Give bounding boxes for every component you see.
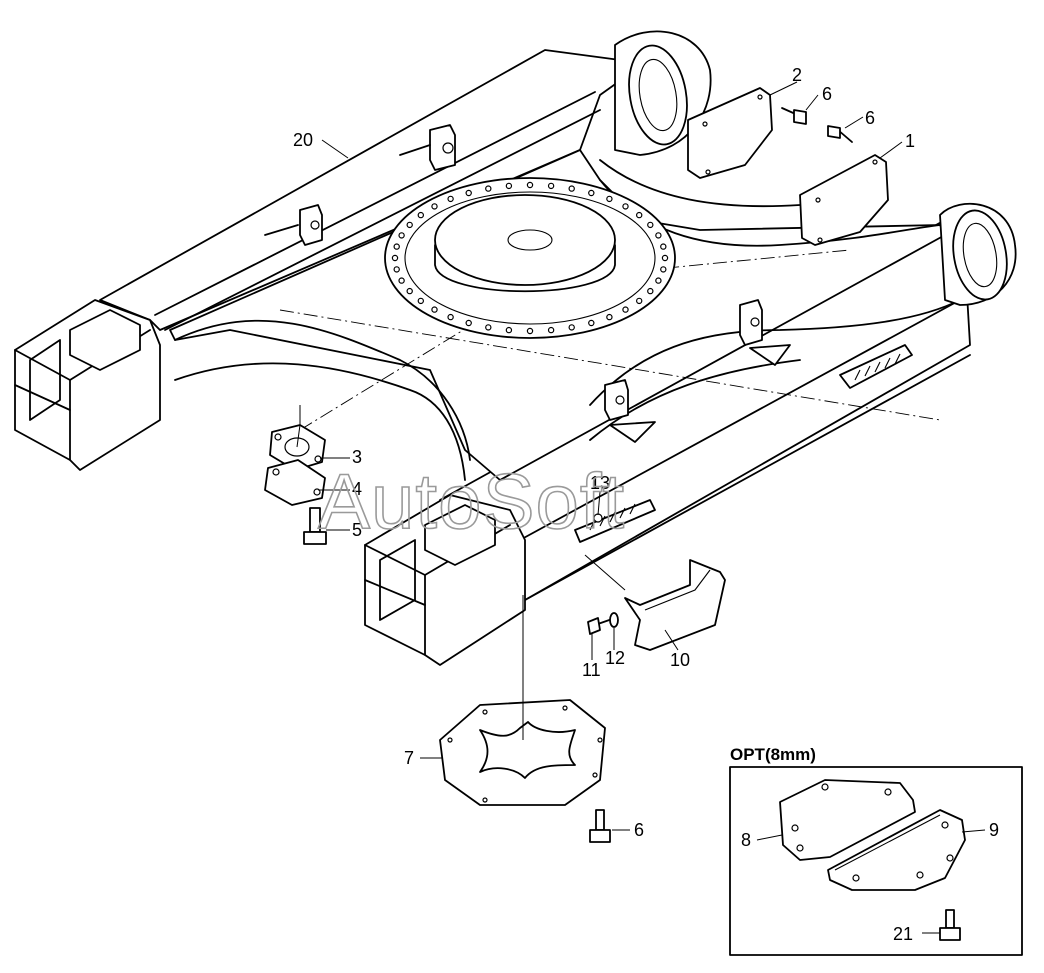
callout-6-a: 6	[822, 84, 832, 104]
part-4-plate	[264, 459, 326, 506]
callout-8: 8	[741, 830, 751, 850]
part-8-plate	[779, 779, 916, 861]
swing-bearing	[384, 177, 676, 339]
bearing-bolt-hole	[636, 211, 643, 219]
sprocket-boss-front	[939, 202, 1017, 306]
bearing-bolt-hole	[431, 203, 438, 210]
callout-21: 21	[893, 924, 913, 944]
callout-3: 3	[352, 447, 362, 467]
callout-5: 5	[352, 520, 362, 540]
bearing-bolt-hole	[568, 324, 575, 331]
bearing-bolt-hole	[485, 185, 492, 192]
callout-2: 2	[792, 65, 802, 85]
bearing-bolt-hole	[660, 243, 667, 250]
bearing-bolt-hole	[391, 254, 399, 262]
bearing-bolt-hole	[393, 266, 400, 273]
bearing-bolt-hole	[647, 221, 654, 229]
bearing-bolt-hole	[660, 266, 667, 273]
bearing-bolt-hole	[406, 221, 413, 229]
bearing-bolt-hole	[505, 182, 513, 190]
part-12-washer	[609, 612, 619, 628]
bearing-bolt-hole	[547, 326, 555, 334]
bearing-bolt-hole	[647, 287, 654, 295]
part-10-bracket	[624, 559, 726, 651]
bearing-bolt-hole	[465, 319, 472, 327]
track-guide-front	[839, 344, 913, 389]
beam-end-rear-left	[14, 299, 161, 471]
bearing-bolt-hole	[417, 297, 424, 305]
part-9-plate	[827, 809, 966, 891]
bearing-bolt-hole	[485, 324, 492, 331]
part-7-under-cover	[439, 699, 606, 806]
option-box-title: OPT(8mm)	[730, 745, 816, 764]
bearing-bolt-hole	[588, 319, 595, 327]
callout-6-c: 6	[634, 820, 644, 840]
bearing-bolt-hole	[636, 297, 643, 305]
rear-beam-brackets	[264, 124, 456, 246]
bearing-bolt-hole	[398, 232, 405, 239]
bearing-bolt-hole	[622, 203, 629, 210]
bearing-bolt-hole	[526, 181, 534, 189]
watermark: AutoSoft	[318, 457, 625, 545]
part-1-cover	[799, 154, 889, 246]
front-beam-brackets	[604, 299, 791, 443]
part-2-cover	[687, 87, 773, 179]
callouts: 20 2 6 6 1 3 4 5 13 11 12 10 7 6 8 9 21	[293, 65, 999, 944]
callout-11: 11	[582, 660, 601, 680]
bearing-bolt-hole	[447, 313, 454, 321]
swing-bearing-bolt-holes	[391, 181, 669, 335]
bearing-bolt-hole	[655, 277, 662, 284]
bearing-bolt-hole	[406, 287, 413, 295]
bearing-bolt-hole	[622, 306, 629, 313]
part-21-bolt	[939, 909, 961, 941]
bearing-bolt-hole	[655, 232, 662, 239]
bolt-6-lower	[589, 809, 611, 843]
callout-20: 20	[293, 130, 313, 150]
bearing-bolt-hole	[505, 326, 513, 334]
callout-1: 1	[905, 131, 915, 151]
bearing-bolt-hole	[431, 306, 438, 313]
bearing-bolt-hole	[606, 195, 613, 203]
callout-12: 12	[605, 648, 625, 668]
bearing-bolt-hole	[447, 195, 454, 203]
leader-lines	[318, 81, 986, 934]
bearing-bolt-hole	[393, 243, 400, 250]
bolt-6-upper-b	[827, 125, 853, 143]
bearing-bolt-hole	[398, 277, 405, 284]
bearing-bolt-hole	[526, 327, 534, 335]
callout-6-b: 6	[865, 108, 875, 128]
bearing-bolt-hole	[588, 189, 595, 197]
callout-4: 4	[352, 479, 362, 499]
callout-13: 13	[590, 473, 610, 493]
callout-9: 9	[989, 820, 999, 840]
option-box: OPT(8mm)	[729, 745, 1023, 956]
bolt-6-upper-a	[781, 107, 807, 125]
bearing-bolt-hole	[661, 254, 669, 262]
callout-7: 7	[404, 748, 414, 768]
sprocket-boss-rear	[614, 30, 712, 156]
bearing-bolt-hole	[568, 185, 575, 192]
part-5-bolt	[303, 507, 327, 545]
bearing-bolt-hole	[547, 182, 555, 190]
bearing-bolt-hole	[606, 313, 613, 321]
callout-10: 10	[670, 650, 690, 670]
bearing-bolt-hole	[417, 211, 424, 219]
part-13-guide	[574, 499, 656, 543]
beam-end-front-left	[364, 494, 526, 666]
bearing-bolt-hole	[465, 189, 472, 197]
